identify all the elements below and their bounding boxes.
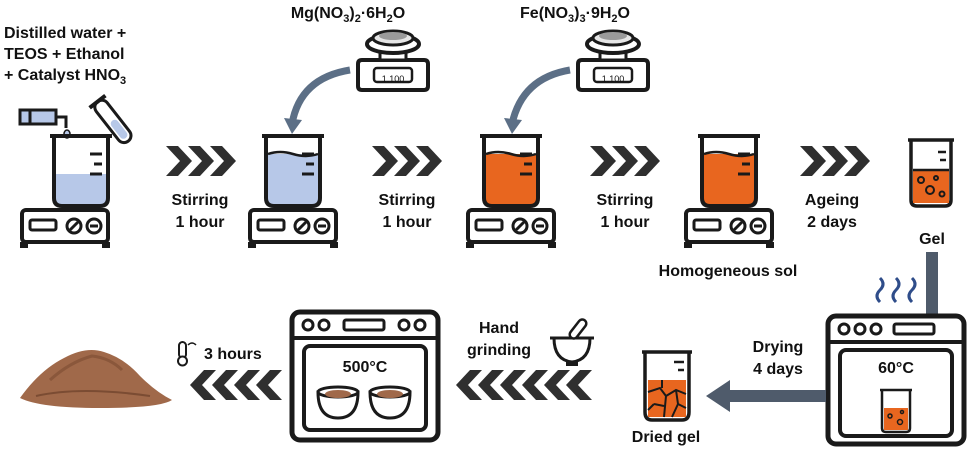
hotplate-step4 — [682, 208, 776, 250]
step-stir1-line2: 1 hour — [176, 214, 225, 231]
curved-arrow-fe — [508, 66, 571, 125]
step-stir2-line2: 1 hour — [383, 214, 432, 231]
step-drying-line2: 4 days — [753, 361, 803, 378]
initial-reagents-line2: TEOS + Ethanol — [4, 46, 124, 63]
chevron-arrow-1 — [166, 146, 236, 176]
gel-label: Gel — [919, 231, 945, 248]
step-grinding-line1: Hand — [479, 320, 519, 337]
hotplate-step2 — [246, 208, 340, 250]
initial-reagents-line3: + Catalyst HNO3 — [4, 67, 126, 87]
chevron-arrow-2 — [372, 146, 442, 176]
mortar-pestle-icon — [550, 318, 594, 366]
step-stir3-line1: Stirring — [597, 192, 654, 209]
scale-display-mg: 1.100 — [382, 74, 405, 84]
mg-nitrate-label: Mg(NO3)2·6H2O — [291, 5, 405, 25]
beaker-homogeneous-sol — [696, 134, 762, 208]
thermometer-icon — [177, 341, 197, 367]
drying-arrow — [706, 380, 826, 412]
steam-icon — [875, 276, 917, 304]
step-drying-line1: Drying — [753, 339, 804, 356]
beaker-step1 — [48, 134, 114, 208]
step-stir2-line1: Stirring — [379, 192, 436, 209]
step-stir3-line2: 1 hour — [601, 214, 650, 231]
initial-reagents-line1: Distilled water + — [4, 25, 126, 42]
step-grinding-line2: grinding — [467, 342, 531, 359]
powder-pile-icon — [20, 350, 172, 408]
beaker-dried-gel — [642, 350, 692, 422]
chevron-arrow-4 — [800, 146, 870, 176]
chevron-arrow-3 — [590, 146, 660, 176]
fe-nitrate-label: Fe(NO3)3·9H2O — [520, 5, 630, 25]
pipette-icon — [18, 108, 71, 139]
calcination-oven — [289, 309, 441, 443]
beaker-gel — [908, 138, 954, 208]
beaker-step2-blue — [260, 134, 326, 208]
drying-temp-label: 60°C — [878, 360, 914, 377]
drying-oven — [825, 313, 967, 447]
step-ageing-line1: Ageing — [805, 192, 859, 209]
chevron-arrow-grinding — [456, 370, 592, 400]
dried-gel-label: Dried gel — [632, 429, 700, 446]
curved-arrow-mg — [288, 66, 351, 125]
calcination-temp-label: 500°C — [343, 359, 388, 376]
test-tube-icon — [88, 93, 133, 145]
step-stir1-line1: Stirring — [172, 192, 229, 209]
scale-display-fe: 1.100 — [602, 74, 625, 84]
hotplate-step1 — [18, 208, 112, 250]
hotplate-step3 — [464, 208, 558, 250]
homogeneous-sol-label: Homogeneous sol — [659, 263, 798, 280]
beaker-step3-orange — [478, 134, 544, 208]
chevron-arrow-calcination — [190, 370, 282, 400]
calcination-time-label: 3 hours — [204, 346, 262, 363]
step-ageing-line2: 2 days — [807, 214, 857, 231]
connector-bar-gel-to-oven — [926, 252, 938, 316]
